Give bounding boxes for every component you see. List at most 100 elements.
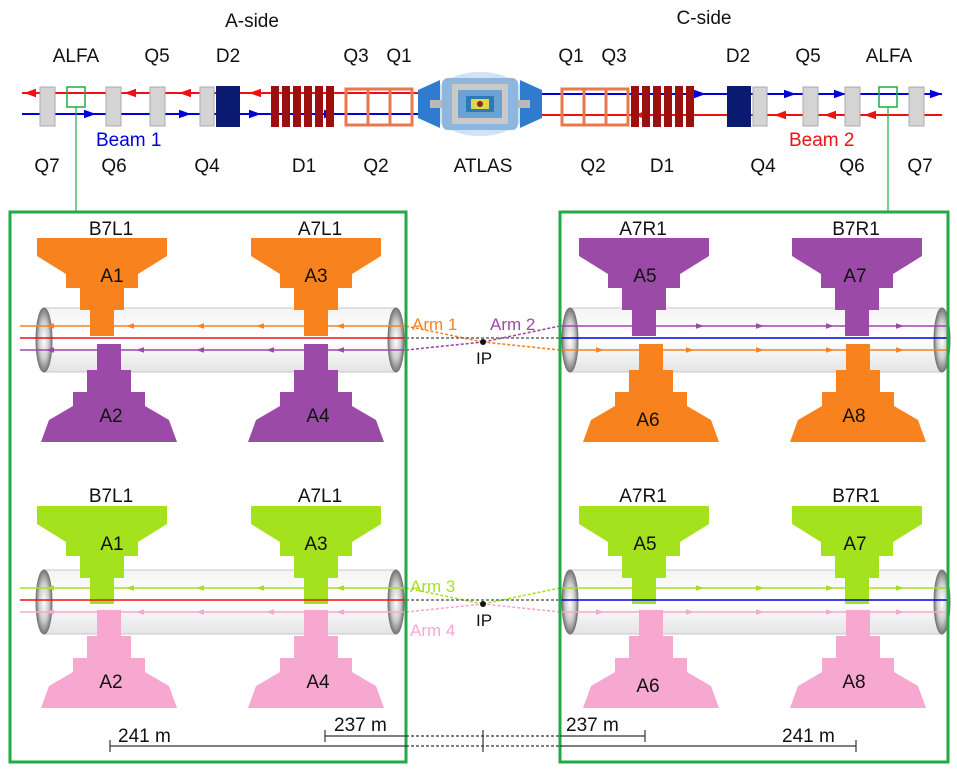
q6-magnet-left — [105, 86, 122, 127]
d1-coil — [631, 86, 639, 127]
trajectory-line — [405, 587, 484, 605]
detector-label: A7 — [843, 266, 866, 287]
roman-pot-bottom — [248, 610, 384, 708]
roman-pot-bottom — [790, 610, 926, 708]
arrow-head — [596, 347, 604, 353]
d2-label-right: D2 — [726, 46, 750, 67]
arrow-head — [249, 88, 261, 98]
q1-label-left: Q1 — [386, 46, 411, 67]
arrow-head — [136, 609, 144, 615]
atlas-label: ATLAS — [454, 156, 513, 177]
pipe-end-cap — [35, 569, 53, 635]
q6-label-left: Q6 — [101, 156, 126, 177]
arrow-head — [826, 585, 834, 591]
roman-pot-top — [37, 506, 167, 604]
d1-coil — [326, 86, 334, 127]
trajectory-line — [405, 325, 484, 343]
q1-label-right: Q1 — [558, 46, 583, 67]
arrow-head — [256, 323, 264, 329]
arrow-head — [266, 609, 274, 615]
station-label: A7L1 — [298, 486, 342, 507]
roman-pot-bottom — [248, 344, 384, 442]
arrow-head — [930, 89, 942, 99]
arrow-head — [646, 323, 654, 329]
arrow-head — [896, 609, 904, 615]
q3-label-right: Q3 — [601, 46, 626, 67]
arm-label: Arm 1 — [412, 315, 457, 334]
station-label: A7R1 — [619, 219, 667, 240]
q5-label-right: Q5 — [795, 46, 820, 67]
d1-coil — [315, 86, 323, 127]
detector-label: A1 — [100, 266, 123, 287]
arrow-head — [756, 347, 764, 353]
q5-magnet-left — [149, 86, 166, 127]
q2-label-left: Q2 — [363, 156, 388, 177]
arrow-head — [46, 609, 54, 615]
arrow-head — [826, 347, 834, 353]
d1-coil — [293, 86, 301, 127]
arrow-head — [196, 347, 204, 353]
arrow-head — [24, 88, 36, 98]
roman-pot-top — [579, 238, 709, 336]
arrow-head — [46, 347, 54, 353]
beam1-label: Beam 1 — [96, 130, 161, 151]
roman-pot-bottom — [790, 344, 926, 442]
arrow-head — [196, 585, 204, 591]
arrow-head — [824, 110, 836, 120]
d1-label-left: D1 — [292, 156, 316, 177]
station-label: B7L1 — [89, 219, 133, 240]
arrow-head — [126, 585, 134, 591]
arrow-head — [136, 347, 144, 353]
arrow-head — [826, 323, 834, 329]
arrow-head — [896, 585, 904, 591]
q2q3-magnets-right — [560, 87, 630, 127]
station-label: A7L1 — [298, 219, 342, 240]
q2q3-magnets-left — [344, 87, 414, 127]
detector-label: A8 — [842, 406, 865, 427]
d2-label-left: D2 — [216, 46, 240, 67]
arm-label: Arm 4 — [410, 621, 455, 640]
q7-label-right: Q7 — [907, 156, 932, 177]
station-label: B7R1 — [832, 486, 880, 507]
c-side-label: C-side — [677, 8, 732, 29]
arrow-head — [336, 585, 344, 591]
d1-coil — [304, 86, 312, 127]
q7-label-left: Q7 — [34, 156, 59, 177]
q5-label-left: Q5 — [144, 46, 169, 67]
arrow-head — [249, 109, 261, 119]
arrow-head — [686, 347, 694, 353]
roman-pot-bottom — [583, 610, 719, 708]
distance-241-left: 241 m — [118, 726, 171, 747]
arrow-head — [336, 323, 344, 329]
q3-label-left: Q3 — [343, 46, 368, 67]
d1-coil — [653, 86, 661, 127]
q7-magnet-left — [39, 86, 56, 127]
d1-coil — [686, 86, 694, 127]
arrow-head — [256, 585, 264, 591]
detector-label: A2 — [99, 672, 122, 693]
alfa-station-right — [878, 86, 898, 108]
a-side-frame — [8, 210, 408, 764]
trajectory-line — [405, 603, 484, 613]
arrow-head — [126, 323, 134, 329]
trajectory-line — [482, 341, 561, 351]
arrow-head — [336, 347, 344, 353]
arrow-head — [864, 110, 876, 120]
roman-pot-bottom — [583, 344, 719, 442]
detector-label: A6 — [636, 410, 659, 431]
a-side-label: A-side — [225, 11, 279, 32]
trajectory-line — [482, 603, 561, 613]
detector-label: A2 — [99, 406, 122, 427]
pipe-end-cap — [387, 569, 405, 635]
ip-label: IP — [476, 349, 492, 368]
q5-magnet-right — [802, 86, 819, 127]
arrow-head — [46, 585, 54, 591]
ip-dot — [480, 601, 486, 607]
roman-pot-bottom — [41, 344, 177, 442]
roman-pot-top — [37, 238, 167, 336]
q6-label-right: Q6 — [839, 156, 864, 177]
arrow-head — [686, 609, 694, 615]
d2-magnet-right — [727, 86, 751, 127]
